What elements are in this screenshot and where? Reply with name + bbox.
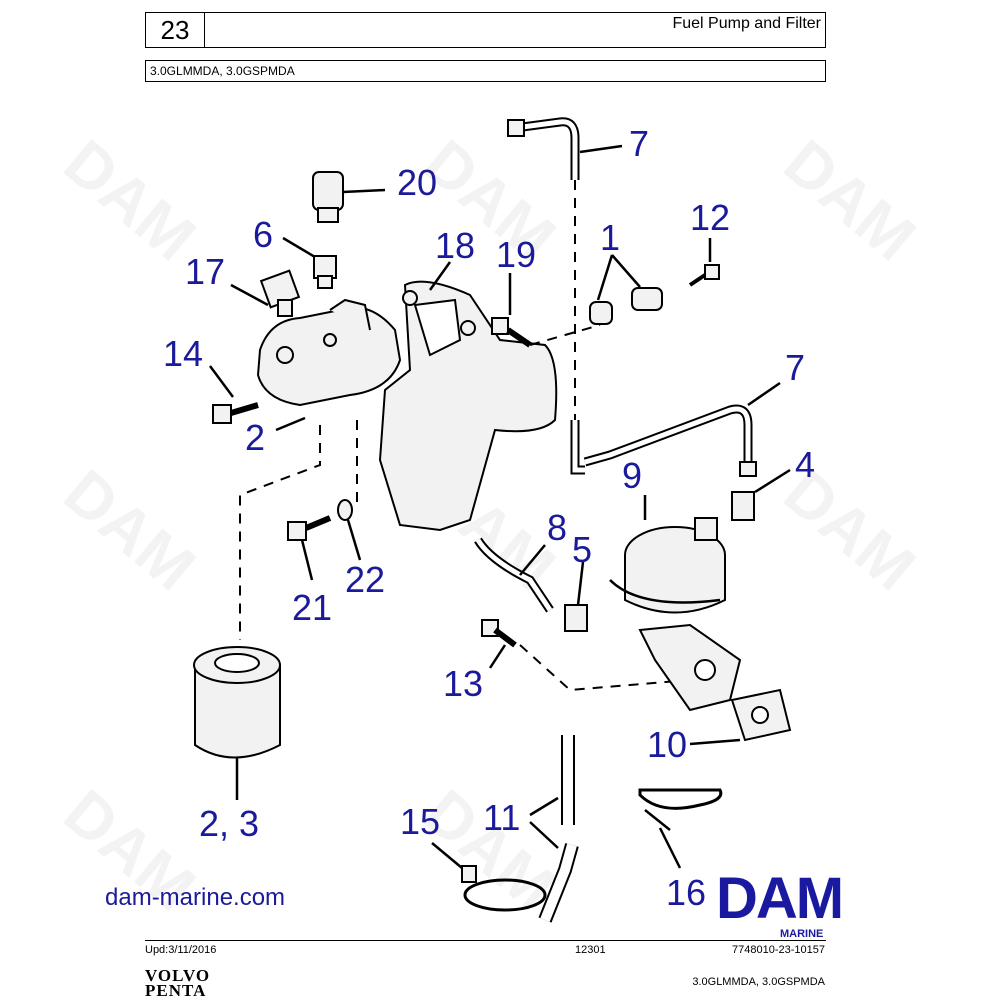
watermark-text: DAM bbox=[771, 126, 929, 275]
oil-filter bbox=[193, 646, 281, 759]
footer-models: 3.0GLMMDA, 3.0GSPMDA bbox=[692, 976, 825, 988]
callout-10: 10 bbox=[647, 724, 687, 765]
fuel-hose bbox=[538, 735, 579, 923]
callout-18: 18 bbox=[435, 225, 475, 266]
callout-12: 12 bbox=[690, 197, 730, 238]
footer-updated: Upd:3/11/2016 bbox=[145, 944, 217, 956]
callout-1: 1 bbox=[600, 217, 620, 258]
header-title-box: 23 Fuel Pump and Filter bbox=[145, 12, 826, 48]
inlet-fitting bbox=[564, 604, 588, 632]
callout-21: 21 bbox=[292, 587, 332, 628]
callout-17: 17 bbox=[185, 251, 225, 292]
callout-7-lower: 7 bbox=[785, 347, 805, 388]
spring-clamp bbox=[638, 788, 723, 831]
line-clips bbox=[589, 287, 663, 325]
filter-bolt bbox=[287, 515, 332, 541]
washer bbox=[337, 499, 353, 521]
callout-11: 11 bbox=[483, 797, 520, 838]
website-link[interactable]: dam-marine.com bbox=[105, 884, 286, 911]
dam-logo-subtext: MARINE bbox=[780, 928, 824, 940]
pump-bolt bbox=[481, 619, 517, 648]
volvo-penta-line1: VOLVO bbox=[145, 966, 211, 985]
hose-clamp bbox=[461, 865, 547, 912]
callout-6: 6 bbox=[253, 214, 273, 255]
callout-2-3: 2, 3 bbox=[199, 803, 259, 844]
footer-part-ref: 7748010-23-10157 bbox=[732, 944, 825, 956]
assembly-lines bbox=[239, 324, 691, 692]
dam-logo: DAM bbox=[716, 866, 844, 931]
leader-lines bbox=[208, 144, 791, 869]
elbow-fitting bbox=[259, 269, 301, 317]
sensor-plug bbox=[312, 171, 344, 223]
callout-15: 15 bbox=[400, 801, 440, 842]
mounting-bracket bbox=[378, 280, 558, 532]
models-box: 3.0GLMMDA, 3.0GSPMDA bbox=[145, 60, 826, 82]
adapter-fitting bbox=[313, 255, 337, 289]
footer-divider bbox=[145, 940, 826, 941]
footer-page-code: 12301 bbox=[575, 944, 606, 956]
filter-adapter bbox=[256, 298, 402, 407]
callout-5: 5 bbox=[572, 529, 592, 570]
callout-16: 16 bbox=[666, 872, 706, 913]
callout-22: 22 bbox=[345, 559, 385, 600]
outlet-fitting bbox=[731, 491, 755, 521]
callout-9: 9 bbox=[622, 455, 642, 496]
callout-4: 4 bbox=[795, 444, 815, 485]
page-title: Fuel Pump and Filter bbox=[672, 15, 821, 32]
callout-19: 19 bbox=[496, 234, 536, 275]
volvo-penta-logo: VOLVO PENTA bbox=[145, 966, 211, 1000]
callout-labels: 7 20 12 6 18 19 1 17 14 7 2 9 4 8 5 22 2… bbox=[163, 123, 815, 913]
fuel-line-lower bbox=[583, 404, 757, 477]
callout-14: 14 bbox=[163, 333, 203, 374]
callout-13: 13 bbox=[443, 663, 483, 704]
section-number: 23 bbox=[146, 13, 205, 47]
volvo-penta-line2: PENTA bbox=[145, 981, 207, 1000]
callout-7-upper: 7 bbox=[629, 123, 649, 164]
vent-hose bbox=[474, 537, 554, 613]
clip-screw bbox=[688, 264, 720, 287]
bracket-bolt bbox=[491, 317, 532, 348]
fuel-pump bbox=[609, 517, 742, 712]
callout-8: 8 bbox=[547, 507, 567, 548]
adapter-bolt bbox=[212, 402, 259, 424]
callout-2: 2 bbox=[245, 417, 265, 458]
watermark-text: DAM bbox=[51, 456, 209, 605]
fuel-line-upper bbox=[507, 117, 585, 475]
pump-gasket bbox=[730, 688, 792, 742]
callout-20: 20 bbox=[397, 162, 437, 203]
